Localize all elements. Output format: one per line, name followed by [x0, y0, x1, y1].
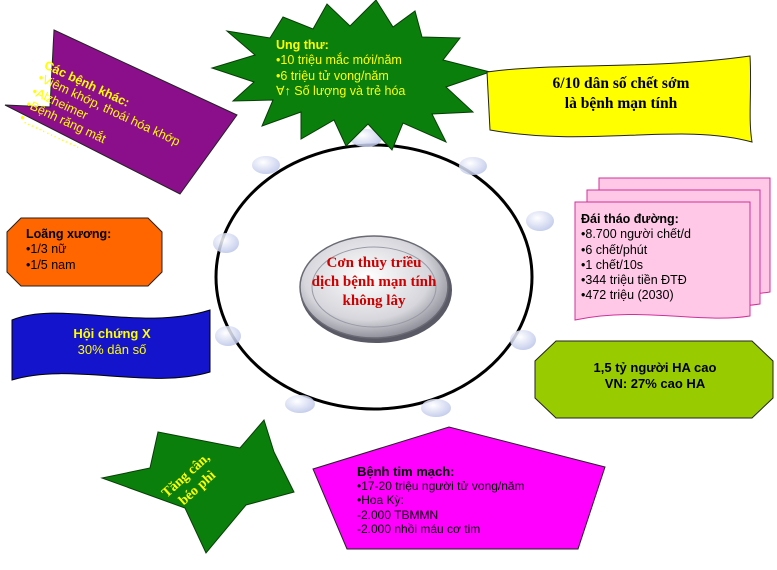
- syndrome-x-line: Hội chứng X: [73, 326, 151, 341]
- hypertension-octagon: [534, 340, 774, 419]
- ring-bead: [510, 330, 536, 350]
- ring-beads: [213, 129, 554, 417]
- cancer-line: ∀↑ Số lượng và trẻ hóa: [276, 83, 406, 98]
- diabetes-line: •344 triệu tiền ĐTĐ: [581, 273, 687, 287]
- diabetes-line: •472 triệu (2030): [581, 288, 674, 303]
- premature-death-banner: [486, 55, 753, 143]
- cardio-title: Bệnh tim mạch:: [357, 464, 455, 479]
- ring-bead: [252, 156, 280, 174]
- other-diseases-arrow: [4, 29, 238, 195]
- syndrome-x-flag: [11, 309, 211, 381]
- cardio-line: •17-20 triệu người tử vong/năm: [357, 479, 525, 494]
- cardio-pentagon: [312, 426, 606, 550]
- cancer-line: •6 triệu tử vong/năm: [276, 68, 389, 83]
- cancer-text: Ung thư: •10 triệu mắc mới/năm •6 triệu …: [276, 38, 405, 99]
- diabetes-title: Đái tháo đường:: [581, 212, 679, 226]
- cancer-title: Ung thư:: [276, 38, 329, 52]
- premature-death-line: là bệnh mạn tính: [564, 95, 678, 113]
- osteoporosis-octagon: [6, 217, 163, 287]
- center-line: Cơn thủy triều: [326, 255, 422, 271]
- hypertension-text: 1,5 tỷ người HA cao VN: 27% cao HA: [550, 360, 760, 392]
- osteoporosis-text: Loãng xương: •1/3 nữ •1/5 nam: [26, 227, 111, 273]
- center-line: dịch bệnh mạn tính: [311, 273, 437, 290]
- diabetes-stack: [574, 177, 771, 321]
- ring-bead: [213, 233, 239, 253]
- cancer-line: •10 triệu mắc mới/năm: [276, 53, 402, 68]
- syndrome-x-text: Hội chứng X 30% dân số: [22, 326, 202, 358]
- diabetes-line: •1 chết/10s: [581, 257, 644, 272]
- hypertension-line: 1,5 tỷ người HA cao: [593, 360, 717, 375]
- ring-bead: [215, 326, 241, 346]
- hypertension-line: VN: 27% cao HA: [604, 375, 706, 391]
- cancer-starburst: [210, 0, 492, 151]
- diabetes-text: Đái tháo đường: •8.700 người chết/d •6 c…: [581, 212, 691, 304]
- premature-death-line: 6/10 dân số chết sớm: [552, 75, 690, 92]
- ring-bead: [459, 157, 487, 175]
- center-label: Cơn thủy triều dịch bệnh mạn tính không …: [300, 254, 448, 310]
- cardio-text: Bệnh tim mạch: •17-20 triệu người tử von…: [357, 464, 525, 536]
- osteoporosis-line: •1/3 nữ: [26, 242, 67, 257]
- obesity-star: [100, 418, 295, 554]
- cardio-line: -2.000 TBMMN: [357, 507, 439, 522]
- osteoporosis-title: Loãng xương:: [26, 227, 112, 241]
- osteoporosis-line: •1/5 nam: [26, 257, 76, 272]
- ring-bead: [285, 395, 315, 413]
- premature-death-text: 6/10 dân số chết sớm là bệnh mạn tính: [505, 74, 737, 114]
- syndrome-x-line: 30% dân số: [77, 341, 147, 357]
- diabetes-line: •6 chết/phút: [581, 242, 648, 257]
- center-button-inner: [311, 246, 437, 328]
- ring-bead: [526, 211, 554, 231]
- ring-bead: [421, 399, 451, 417]
- center-line: không lây: [342, 292, 406, 309]
- cardio-line: -2.000 nhồi máu cơ tim: [357, 521, 481, 536]
- cardio-line: •Hoa Kỳ:: [357, 493, 404, 508]
- center-button: [299, 235, 449, 339]
- diabetes-line: •8.700 người chết/d: [581, 227, 691, 242]
